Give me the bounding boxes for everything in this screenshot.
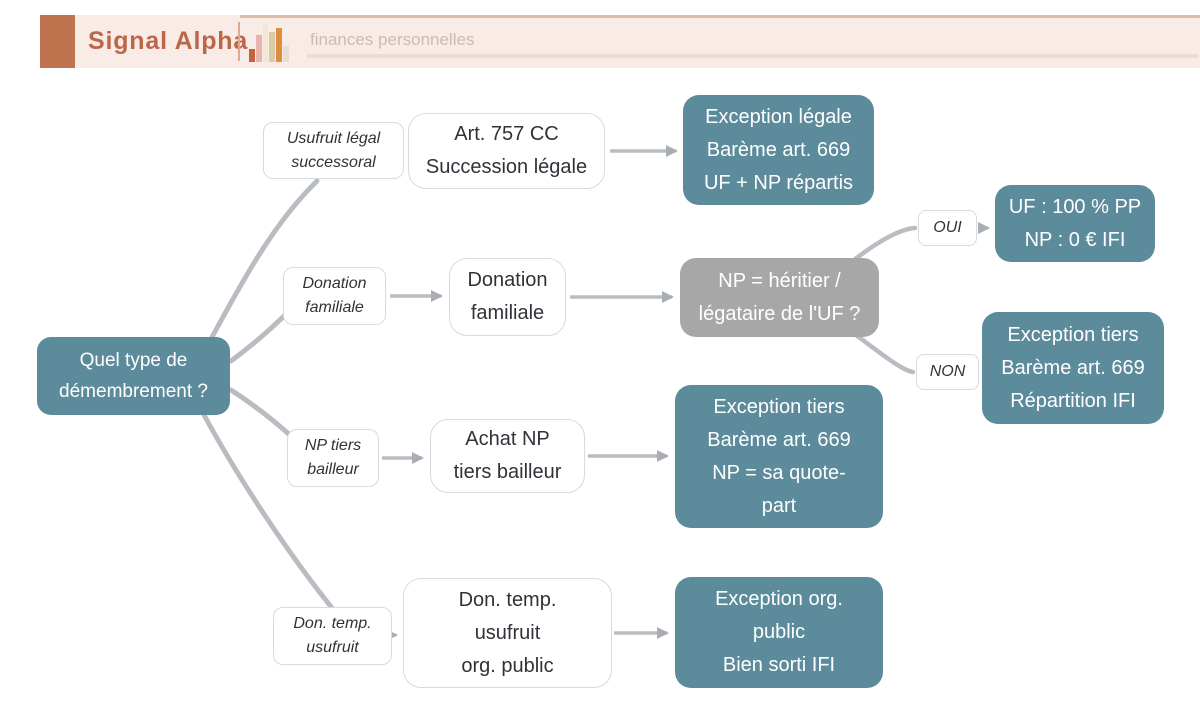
branch2-non-result-node: Exception tiers Barème art. 669 Répartit… (982, 312, 1164, 424)
branch2-decision-node: NP = héritier / légataire de l'UF ? (680, 258, 879, 337)
brand-accent-square (40, 15, 75, 68)
branch2-tag-node: Donation familiale (283, 267, 386, 325)
branch4-tag-node: Don. temp. usufruit (273, 607, 392, 665)
branch1-result-node: Exception légale Barème art. 669 UF + NP… (683, 95, 874, 205)
branch1-tag-node: Usufruit légal successoral (263, 122, 404, 179)
branch3-result-node: Exception tiers Barème art. 669 NP = sa … (675, 385, 883, 528)
branch4-step-node: Don. temp. usufruit org. public (403, 578, 612, 688)
edge-root-branch2 (228, 310, 290, 364)
header-tagline: finances personnelles (310, 30, 475, 49)
branch2-oui-result-node: UF : 100 % PP NP : 0 € IFI (995, 185, 1155, 262)
edge-decision-non (853, 332, 916, 375)
edge-decision-oui (851, 225, 918, 263)
branch3-tag-node: NP tiers bailleur (287, 429, 379, 487)
edge-root-branch1 (208, 178, 320, 342)
bar-chart-logo-icon (249, 24, 289, 62)
edge-root-branch3 (228, 387, 294, 439)
header-top-rule (240, 15, 1200, 18)
header-divider (238, 22, 240, 61)
brand-name: Signal Alpha (88, 27, 249, 55)
tagline-underline (307, 54, 1198, 58)
root-question-node: Quel type de démembrement ? (37, 337, 230, 415)
branch2-step-node: Donation familiale (449, 258, 566, 336)
branch4-result-node: Exception org. public Bien sorti IFI (675, 577, 883, 688)
edge-root-branch4 (200, 410, 335, 611)
header-bar (40, 15, 1200, 68)
branch3-step-node: Achat NP tiers bailleur (430, 419, 585, 493)
branch1-step-node: Art. 757 CC Succession légale (408, 113, 605, 189)
decision-non-label: NON (916, 354, 979, 390)
decision-oui-label: OUI (918, 210, 977, 246)
